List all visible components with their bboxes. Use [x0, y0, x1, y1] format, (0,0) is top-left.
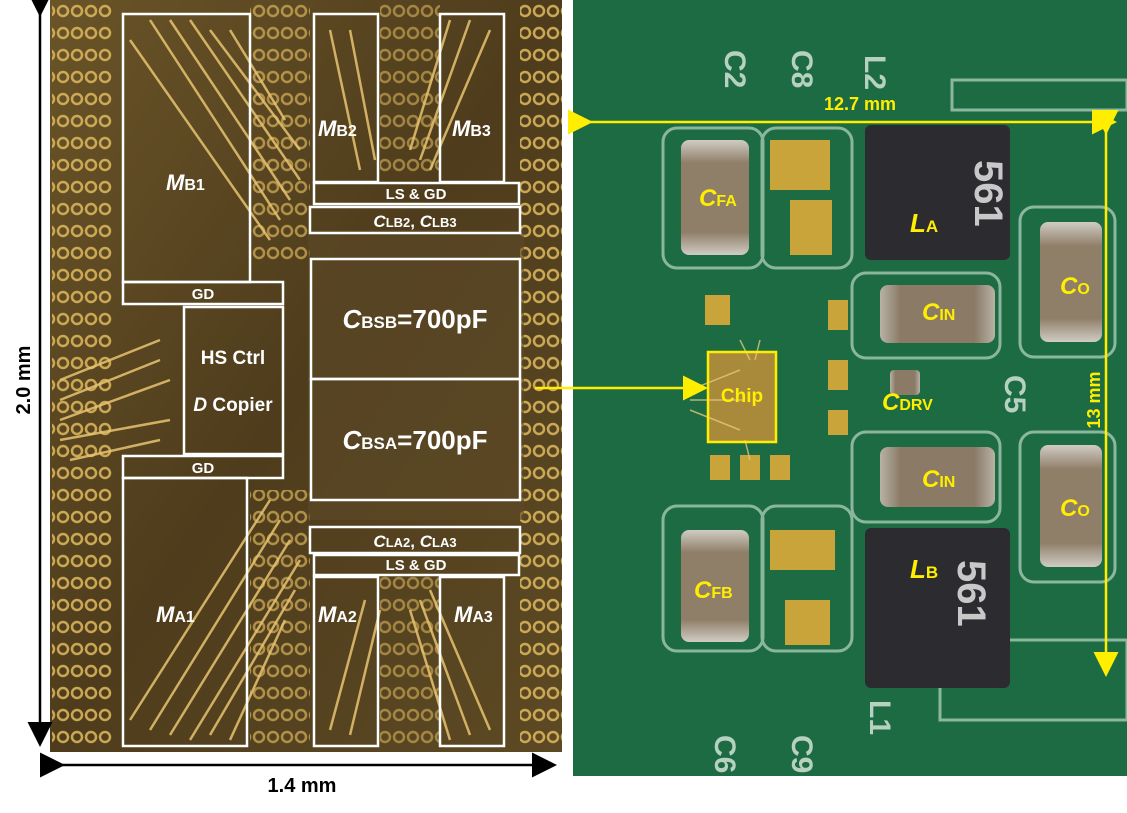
gd-bottom-label: GD: [192, 460, 215, 477]
die-dimensions: [27, 0, 557, 778]
cla-box: [308, 525, 522, 555]
die-photo: [50, 0, 562, 752]
hs-ctrl-label: HS Ctrl: [201, 348, 265, 369]
hs-ctrl-box: [182, 305, 285, 456]
svg-text:L1: L1: [863, 700, 896, 735]
cin-top-label: CIN: [922, 299, 955, 326]
cbsa-label: CBSA=700pF: [342, 425, 487, 455]
svg-text:L2: L2: [858, 55, 891, 90]
gold-pads: [705, 140, 848, 645]
cfb-body: [681, 530, 749, 642]
mb3-label: MB3: [452, 116, 491, 141]
cbsa-box: [309, 377, 522, 502]
lb-label: LB: [910, 554, 938, 584]
die-block-outlines: [121, 12, 522, 748]
cdrv-label: CDRV: [882, 389, 933, 416]
d-copier-label: D Copier: [193, 395, 273, 416]
lb-marking: 561: [949, 560, 993, 627]
board-labels: 12.7 mm 13 mm Chip CFA LA CIN CO CDRV CI…: [694, 94, 1104, 604]
gd-top-label: GD: [192, 286, 215, 303]
co-top-label: CO: [1060, 273, 1090, 300]
co-top-body: [1040, 222, 1102, 342]
cfb-label: CFB: [694, 577, 733, 604]
ls-gd-bottom-label: LS & GD: [386, 557, 447, 574]
ma2-label: MA2: [318, 602, 357, 627]
ma1-box: [121, 476, 249, 748]
svg-text:C2: C2: [718, 50, 751, 88]
bond-wires: [59, 19, 492, 741]
svg-text:C5: C5: [998, 375, 1031, 413]
ma2-box: [312, 575, 380, 748]
ma1-label: MA1: [156, 602, 195, 627]
die-height-label: 2.0 mm: [13, 346, 35, 415]
cbsb-label: CBSB=700pF: [342, 304, 487, 334]
die-labels: MB1 MB2 MB3 GD LS & GD CLB2, CLB3 HS Ctr…: [156, 116, 493, 627]
silkscreen-labels: C2 C8 C6 C9 C5 L2 L1: [708, 50, 1031, 773]
chip-box[interactable]: [706, 350, 778, 444]
ma3-box: [438, 575, 506, 748]
mb1-label: MB1: [166, 170, 205, 195]
chip-label: Chip: [721, 386, 763, 407]
board-annotations: [535, 109, 1119, 677]
la-body: [865, 125, 1010, 260]
lb-body: [865, 528, 1010, 688]
ls-gd-top-box: [312, 181, 521, 206]
svg-text:C6: C6: [708, 735, 741, 773]
chip-die: [708, 352, 776, 442]
cin-bottom-body: [880, 447, 995, 507]
mb2-label: MB2: [318, 116, 357, 141]
la-label: LA: [910, 208, 938, 238]
clb-box: [308, 205, 522, 235]
co-bottom-label: CO: [1060, 495, 1090, 522]
ls-gd-top-label: LS & GD: [386, 186, 447, 203]
cin-top-body: [880, 285, 995, 343]
ma3-label: MA3: [454, 602, 493, 627]
clb-label: CLB2, CLB3: [373, 212, 456, 231]
gd-top-box: [121, 280, 285, 306]
co-bottom-body: [1040, 445, 1102, 567]
ls-gd-bottom-box: [312, 553, 521, 577]
cfa-body: [681, 140, 749, 255]
svg-text:C9: C9: [785, 735, 818, 773]
svg-text:C8: C8: [785, 50, 818, 88]
cla-label: CLA2, CLA3: [373, 532, 456, 551]
board-height-label: 13 mm: [1084, 371, 1104, 428]
la-marking: 561: [966, 160, 1010, 227]
cfa-label: CFA: [699, 185, 737, 212]
board-width-label: 12.7 mm: [824, 94, 896, 114]
cdrv-body: [890, 370, 920, 395]
die-width-label: 1.4 mm: [268, 775, 337, 797]
cin-bottom-label: CIN: [922, 466, 955, 493]
